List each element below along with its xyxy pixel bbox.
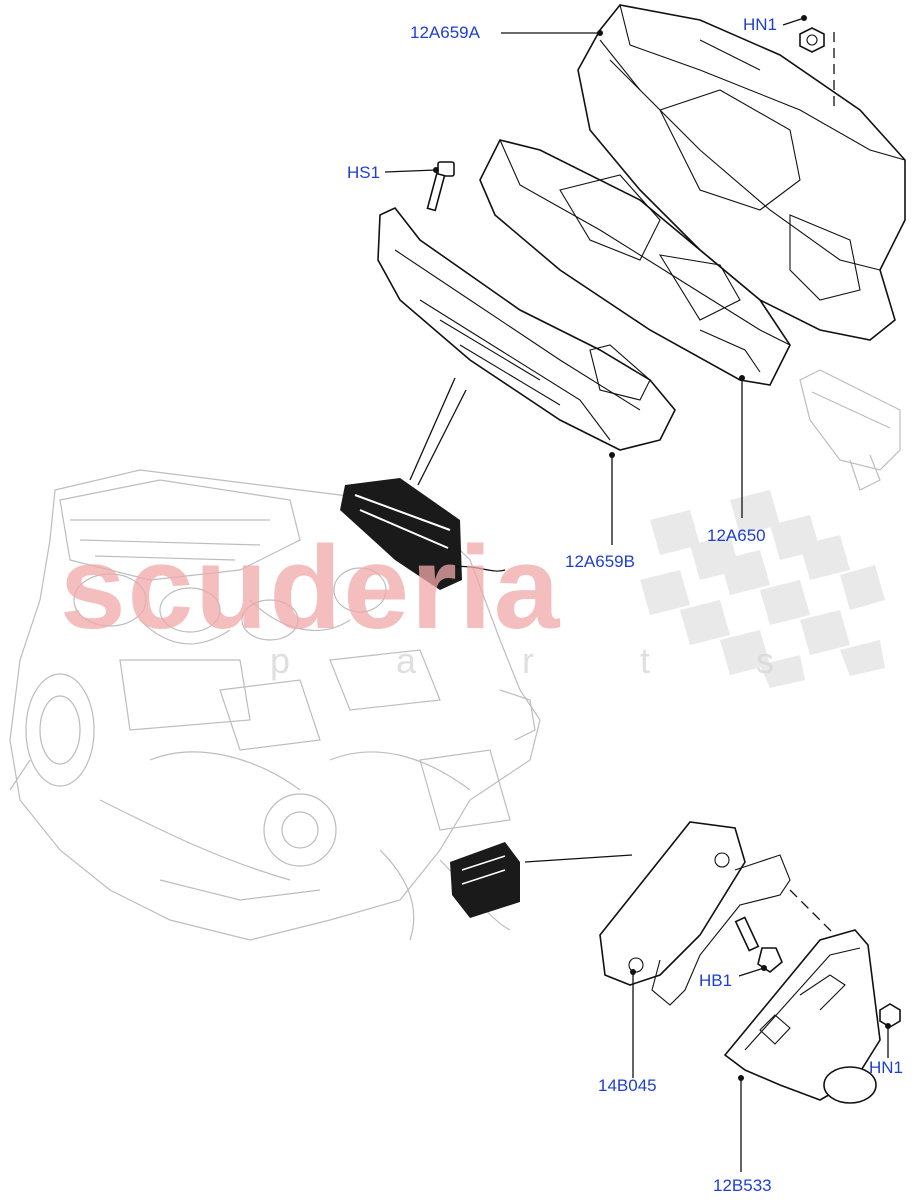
bolt-hs1 (426, 161, 455, 212)
callout-12b533: 12B533 (713, 1176, 772, 1195)
ecu-cover-upper (577, 4, 906, 341)
ecu-bracket-lower (377, 207, 676, 451)
ecu-12a650 (479, 139, 791, 386)
module-12b533 (723, 929, 881, 1104)
module-on-engine (450, 842, 520, 918)
callout-hn1-top: HN1 (743, 15, 778, 34)
view-line-1b (417, 389, 467, 486)
engine-assembly-ghost (9, 469, 541, 941)
bolt-hb1 (734, 916, 783, 973)
callout-14b045: 14B045 (598, 1076, 657, 1095)
bracket-plate-14b045 (599, 821, 791, 1006)
checkered-flag-watermark (640, 490, 885, 688)
callout-12a659a: 12A659A (410, 23, 480, 42)
leader-lines (384, 15, 891, 1172)
callout-hb1: HB1 (699, 971, 733, 990)
callout-hn1-bottom: HN1 (869, 1058, 904, 1077)
view-line-1a (409, 377, 456, 481)
watermark-brand: scuderia (60, 522, 562, 654)
watermark-subtitle: p a r t s (270, 640, 823, 681)
ecu-connector-ghost (799, 369, 901, 491)
ecu-on-engine (340, 478, 506, 590)
nut-hn1-bottom (879, 1003, 901, 1028)
callout-hs1: HS1 (347, 163, 381, 182)
callout-12a659b: 12A659B (565, 552, 635, 571)
view-line-2 (524, 854, 633, 863)
callout-12a650: 12A650 (707, 526, 766, 545)
nut-hn1-top (799, 27, 825, 53)
